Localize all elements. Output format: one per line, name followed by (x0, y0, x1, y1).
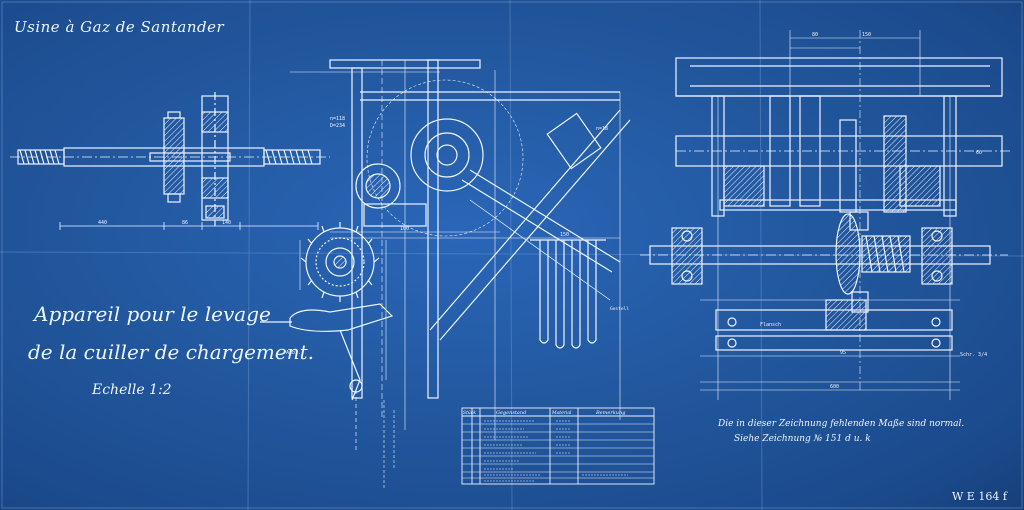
vertical-notes (383, 400, 395, 490)
dimension-note-line-2: Siehe Zeichnung № 151 d u. k (734, 434, 871, 444)
gear-section-left (163, 117, 185, 195)
parts-header-material: Material (551, 410, 572, 416)
svg-text:n=18: n=18 (596, 126, 608, 132)
svg-text:60: 60 (976, 150, 982, 156)
svg-text:Flansch: Flansch (760, 322, 781, 328)
ratchet-wheel (300, 222, 380, 302)
small-gear (355, 163, 401, 209)
parts-header-gegenstand: Gegenstand (496, 410, 526, 416)
dimension-note-line-1: Die in dieser Zeichnung fehlenden Maße s… (718, 419, 965, 429)
svg-text:D=234: D=234 (330, 123, 345, 129)
svg-text:150: 150 (560, 232, 569, 238)
svg-text:140: 140 (222, 220, 231, 226)
svg-text:Schr. 3/4: Schr. 3/4 (960, 352, 987, 358)
svg-text:Anbz.: Anbz. (286, 350, 301, 356)
brake-lever (289, 303, 394, 332)
side-elevation-view: 100 150 n=118 D=234 n=18 Gestell Anbz. (260, 59, 631, 450)
inclined-arm (429, 109, 631, 341)
large-gear (366, 79, 524, 237)
svg-text:150: 150 (862, 32, 871, 38)
svg-text:440: 440 (98, 220, 107, 226)
drawing-scale: Echelle 1:2 (92, 382, 172, 398)
parts-header-bemerkung: Bemerkung (595, 410, 625, 416)
sheet-number: W E 164 f (952, 490, 1007, 503)
company-name: Usine à Gaz de Santander (14, 18, 225, 36)
svg-text:95: 95 (840, 350, 846, 356)
svg-text:80: 80 (812, 32, 818, 38)
drawing-title-line-2: de la cuiller de chargement. (28, 340, 314, 364)
svg-text:86: 86 (182, 220, 188, 226)
drawing-title-line-1: Appareil pour le levage (34, 302, 271, 326)
front-elevation-view: 80 150 95 600 60 Flansch Schr. 3/4 (640, 30, 1010, 400)
parts-list-table (461, 407, 655, 485)
worm-gear (835, 211, 911, 313)
top-beam (675, 57, 1003, 97)
parts-header-stueck: Stück (463, 410, 476, 416)
fork-prongs (530, 239, 606, 349)
svg-text:Gestell: Gestell (610, 306, 629, 312)
svg-text:100: 100 (400, 226, 409, 232)
svg-text:600: 600 (830, 384, 839, 390)
shaft-detail-view: 440 86 140 (10, 92, 330, 230)
svg-text:n=118: n=118 (330, 116, 345, 122)
